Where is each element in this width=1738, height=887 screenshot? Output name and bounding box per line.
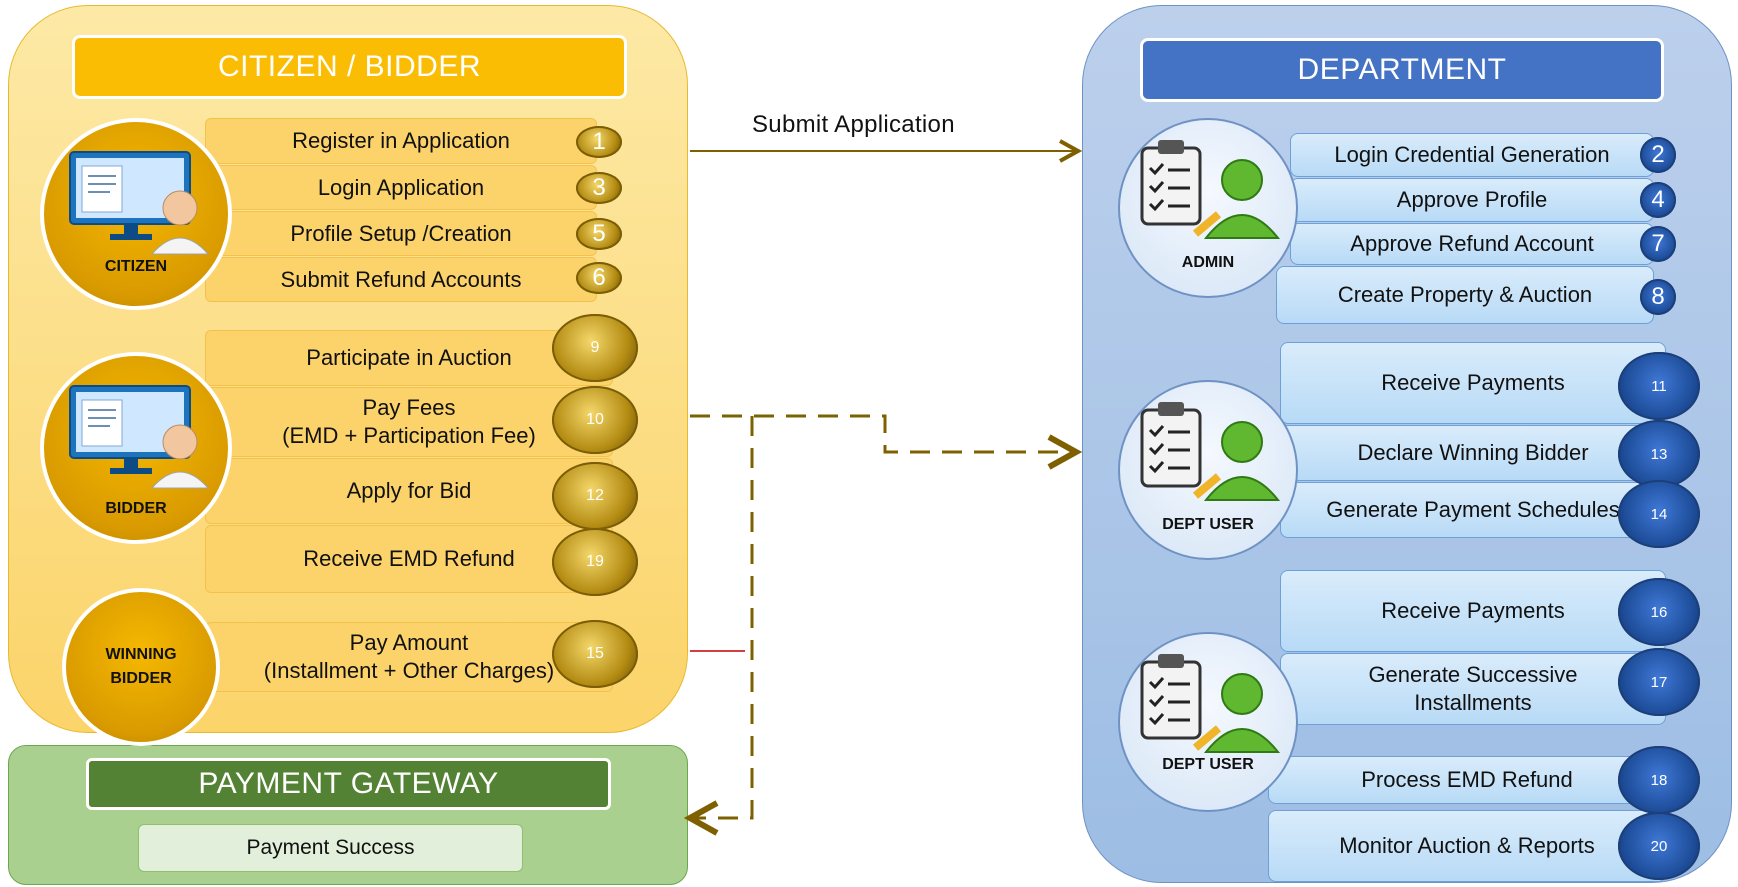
step-register: Register in Application	[205, 118, 597, 164]
step-submit-refund: Submit Refund Accounts	[205, 257, 597, 302]
step-receive-payments-2: Receive Payments	[1280, 570, 1666, 652]
step-badge: 14	[1618, 480, 1700, 548]
step-label: Login Credential Generation	[1334, 142, 1610, 167]
step-label: Pay Amount (Installment + Other Charges)	[263, 630, 555, 683]
actor-citizen-label: CITIZEN	[104, 258, 168, 275]
citizen-actor-circle: CITIZEN	[40, 118, 232, 310]
step-badge: 16	[1618, 578, 1700, 646]
step-badge: 13	[1618, 420, 1700, 488]
clipboard-user-icon	[1140, 402, 1281, 501]
step-badge: 7	[1640, 226, 1676, 262]
step-badge: 5	[576, 218, 622, 250]
step-badge: 9	[552, 314, 638, 382]
clipboard-user-icon	[1140, 140, 1281, 239]
winning-bidder-actor-circle: WINNING BIDDER	[62, 588, 220, 746]
step-label: Login Application	[317, 174, 485, 200]
step-label: Profile Setup /Creation	[290, 220, 512, 246]
actor-bidder-label: BIDDER	[105, 500, 167, 517]
payment-to-gateway-arrow	[690, 416, 754, 818]
step-receive-payments-1: Receive Payments	[1280, 342, 1666, 424]
citizen-bidder-title: CITIZEN / BIDDER	[72, 35, 627, 99]
step-approve-profile: Approve Profile	[1290, 178, 1654, 222]
actor-winning-bidder-label: WINNING BIDDER	[105, 646, 177, 687]
step-badge: 6	[576, 262, 622, 294]
step-label: Participate in Auction	[306, 345, 512, 370]
dept-user-2-actor-circle: DEPT USER	[1118, 632, 1298, 812]
step-monitor-auction: Monitor Auction & Reports	[1268, 810, 1666, 882]
department-title: DEPARTMENT	[1140, 38, 1664, 102]
step-approve-refund: Approve Refund Account	[1290, 223, 1654, 265]
step-label: Create Property & Auction	[1337, 282, 1593, 307]
step-badge: 2	[1640, 137, 1676, 173]
step-successive-installments: Generate Successive Installments	[1280, 653, 1666, 725]
step-create-property: Create Property & Auction	[1276, 266, 1654, 324]
step-label: Apply for Bid	[346, 478, 472, 503]
step-pay-amount: Pay Amount (Installment + Other Charges)	[205, 622, 613, 692]
step-badge: 4	[1640, 182, 1676, 218]
step-label: Monitor Auction & Reports	[1339, 833, 1595, 858]
step-badge: 8	[1640, 279, 1676, 315]
actor-dept-user-label: DEPT USER	[1162, 516, 1254, 533]
step-generate-schedules: Generate Payment Schedules	[1280, 482, 1666, 538]
step-declare-winner: Declare Winning Bidder	[1280, 425, 1666, 481]
step-label: Submit Refund Accounts	[280, 266, 522, 292]
computer-user-icon	[69, 385, 210, 489]
step-apply-bid: Apply for Bid	[205, 458, 613, 524]
step-badge: 18	[1618, 746, 1700, 814]
step-badge: 3	[576, 172, 622, 204]
step-label: Receive EMD Refund	[303, 546, 515, 571]
step-label: Generate Successive Installments	[1368, 662, 1578, 715]
computer-user-icon	[69, 151, 210, 255]
step-label: Approve Refund Account	[1350, 231, 1594, 256]
bidder-actor-circle: BIDDER	[40, 352, 232, 544]
dept-user-1-actor-circle: DEPT USER	[1118, 380, 1298, 560]
submit-application-label: Submit Application	[752, 111, 955, 138]
actor-admin-label: ADMIN	[1181, 254, 1235, 271]
step-label: Register in Application	[292, 128, 510, 153]
step-badge: 12	[552, 462, 638, 530]
step-participate: Participate in Auction	[205, 330, 613, 386]
step-label: Receive Payments	[1381, 370, 1565, 395]
payment-to-department-arrow	[690, 414, 1076, 452]
step-badge: 1	[576, 126, 622, 158]
clipboard-user-icon	[1140, 654, 1281, 753]
step-pay-fees: Pay Fees (EMD + Participation Fee)	[205, 387, 613, 457]
step-badge: 17	[1618, 648, 1700, 716]
step-login-credential: Login Credential Generation	[1290, 133, 1654, 177]
step-label: Approve Profile	[1396, 187, 1548, 212]
step-process-emd: Process EMD Refund	[1268, 756, 1666, 804]
step-badge: 11	[1618, 352, 1700, 420]
step-badge: 20	[1618, 812, 1700, 880]
step-label: Receive Payments	[1381, 598, 1565, 623]
actor-dept-user-label: DEPT USER	[1162, 756, 1254, 773]
admin-actor-circle: ADMIN	[1118, 118, 1298, 298]
step-label: Pay Fees (EMD + Participation Fee)	[282, 395, 536, 448]
step-profile-setup: Profile Setup /Creation	[205, 211, 597, 256]
step-login: Login Application	[205, 165, 597, 210]
step-label: Process EMD Refund	[1361, 767, 1573, 792]
payment-gateway-title: PAYMENT GATEWAY	[86, 758, 611, 810]
step-badge: 19	[552, 528, 638, 596]
step-badge: 15	[552, 620, 638, 688]
step-badge: 10	[552, 386, 638, 454]
step-label: Declare Winning Bidder	[1357, 440, 1589, 465]
step-label: Generate Payment Schedules	[1326, 497, 1620, 522]
payment-success-box: Payment Success	[138, 824, 523, 872]
step-receive-emd: Receive EMD Refund	[205, 525, 613, 593]
